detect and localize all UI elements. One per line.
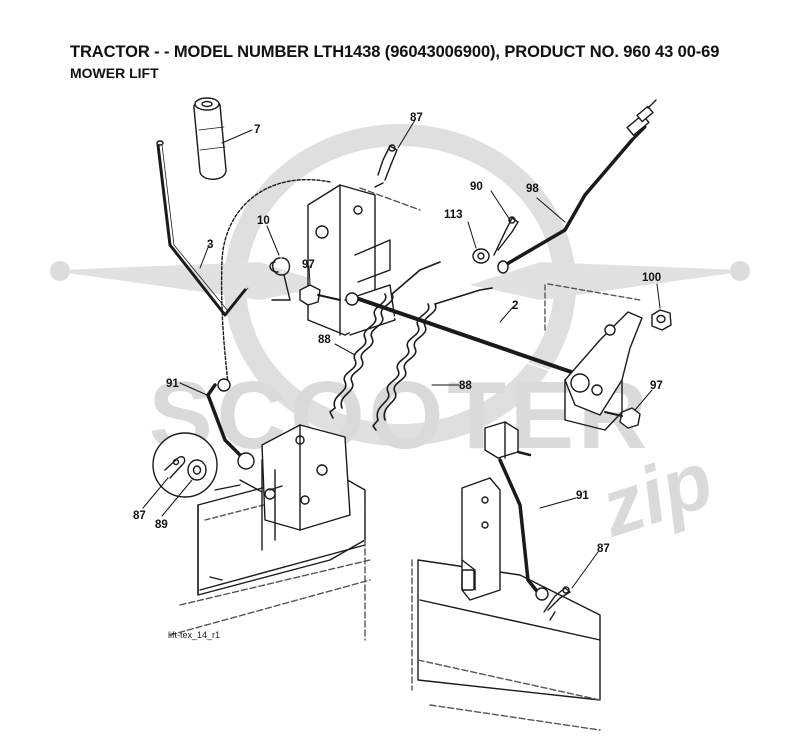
washer-113 (472, 248, 490, 264)
callout-97-right: 97 (650, 380, 663, 392)
callout-91-left: 91 (166, 378, 179, 390)
watermark-dot-right (730, 261, 750, 281)
reference-code: lift-tex_14_r1 (168, 630, 220, 640)
spring-10 (269, 257, 291, 301)
callout-7: 7 (254, 124, 260, 136)
callout-88-right: 88 (459, 380, 472, 392)
callout-87-top: 87 (410, 112, 423, 124)
watermark-wing-left (60, 262, 330, 300)
callout-88-left: 88 (318, 334, 331, 346)
bracket-left (261, 424, 351, 551)
leader-lines (142, 119, 661, 589)
hairpin-90 (493, 216, 519, 256)
bracket-right (461, 477, 501, 601)
callout-89: 89 (155, 519, 168, 531)
callout-2: 2 (512, 300, 518, 312)
deck-right (411, 559, 601, 731)
lift-arm-right (544, 283, 643, 431)
callout-87-bottom: 87 (597, 543, 610, 555)
callout-3: 3 (207, 239, 213, 251)
lift-cable (220, 178, 421, 386)
grip-7 (193, 97, 227, 180)
inset-detail (152, 432, 241, 498)
callout-100: 100 (642, 272, 661, 284)
lift-rod-98 (497, 99, 657, 274)
hairpin-87-bottom (543, 586, 571, 621)
link-91-right (484, 421, 549, 601)
lift-handle-3 (156, 140, 249, 317)
lift-shaft (345, 292, 582, 382)
callout-90: 90 (470, 181, 483, 193)
callouts: 7 87 90 98 113 10 3 97 2 100 88 88 91 97… (133, 112, 663, 555)
nut-100 (651, 309, 672, 331)
bolt-97-right (604, 407, 641, 429)
callout-113: 113 (444, 209, 463, 221)
hairpin-87-top (374, 144, 398, 188)
watermark: SCOOTER zip (50, 124, 750, 554)
spring-88-left (329, 261, 441, 419)
link-91-left (206, 378, 283, 500)
callout-97-left: 97 (302, 259, 315, 271)
callout-98: 98 (526, 183, 539, 195)
callout-10: 10 (257, 215, 270, 227)
callout-91-right: 91 (576, 490, 589, 502)
watermark-word-main: SCOOTER (149, 362, 652, 469)
page-subtitle: MOWER LIFT (70, 65, 159, 81)
spring-88-right (372, 287, 493, 431)
callout-87-inset: 87 (133, 510, 146, 522)
watermark-dot-left (50, 261, 70, 281)
page-title: TRACTOR - - MODEL NUMBER LTH1438 (960430… (70, 43, 720, 61)
watermark-wing-right (470, 262, 740, 300)
